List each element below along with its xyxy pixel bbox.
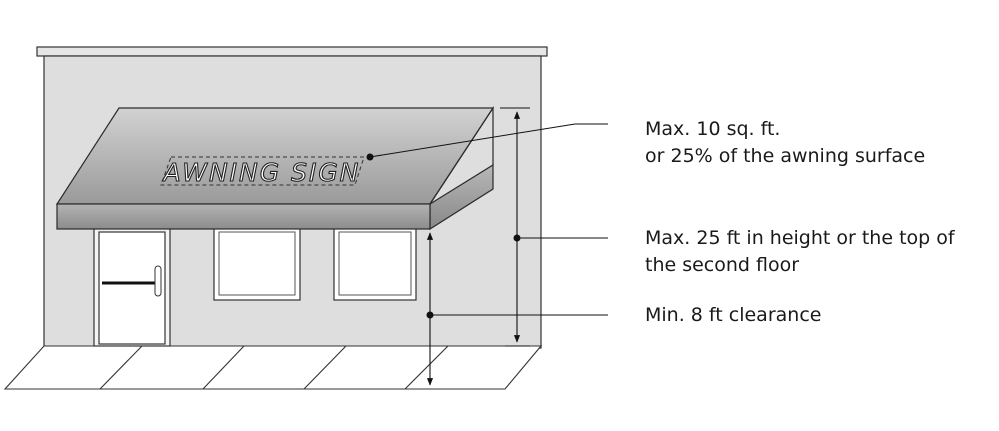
storefront	[93, 227, 417, 347]
awning-top	[55, 107, 495, 205]
leader-lines	[366, 123, 608, 319]
sign-text: AWNING SIGN	[162, 158, 361, 187]
callout-area: Max. 10 sq. ft. or 25% of the awning sur…	[645, 116, 925, 170]
window-left	[213, 227, 301, 301]
roof-cap	[36, 46, 548, 57]
awning-sign: AWNING SIGN	[160, 156, 365, 188]
sign-outline	[160, 156, 365, 186]
leader-area	[369, 123, 576, 158]
door-handle	[154, 265, 162, 297]
awning-valance	[56, 203, 431, 230]
callout-height-line1: Max. 25 ft in height or the top of	[645, 227, 955, 249]
door	[98, 231, 166, 345]
callout-height-line2: the second floor	[645, 254, 800, 276]
awning	[55, 105, 495, 231]
callout-height: Max. 25 ft in height or the top of the s…	[645, 225, 955, 279]
height-dimension	[500, 107, 530, 347]
callout-area-line1: Max. 10 sq. ft.	[645, 118, 781, 140]
callout-area-line2: or 25% of the awning surface	[645, 145, 926, 167]
sidewalk	[3, 345, 543, 390]
callout-clearance: Min. 8 ft clearance	[645, 302, 821, 329]
callout-clearance-line1: Min. 8 ft clearance	[645, 304, 822, 326]
window-right	[333, 227, 417, 301]
